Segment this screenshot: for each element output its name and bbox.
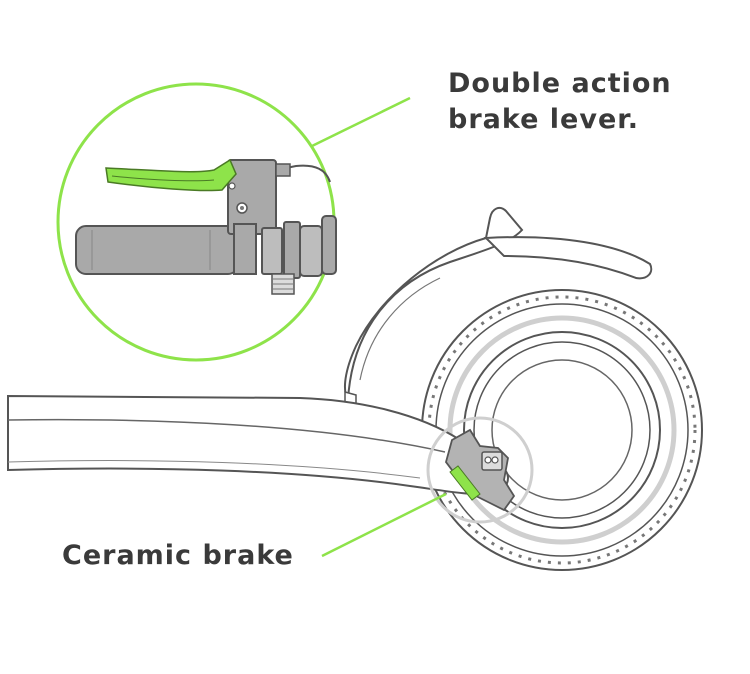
ceramic-brake-pad (449, 465, 481, 501)
hub-inner (473, 341, 651, 519)
lever-label-line2: brake lever. (448, 104, 640, 135)
tire-tread (427, 295, 697, 565)
brake-highlight-circle (426, 416, 534, 524)
ceramic-brake-caliper (445, 428, 516, 512)
lever-label: Double action brake lever. (448, 66, 672, 138)
ceramic-brake-label: Ceramic brake (62, 540, 294, 571)
ceramic-leader-line (321, 492, 447, 558)
hub-core (491, 359, 633, 501)
rim-ring (447, 315, 677, 545)
rear-wheel (421, 289, 703, 571)
lever-leader-line (311, 96, 411, 148)
scooter-deck (7, 394, 509, 496)
lever-inset (56, 82, 337, 362)
handle-grip (75, 225, 239, 275)
brake-lever (105, 158, 237, 192)
lever-label-line1: Double action (448, 68, 672, 99)
